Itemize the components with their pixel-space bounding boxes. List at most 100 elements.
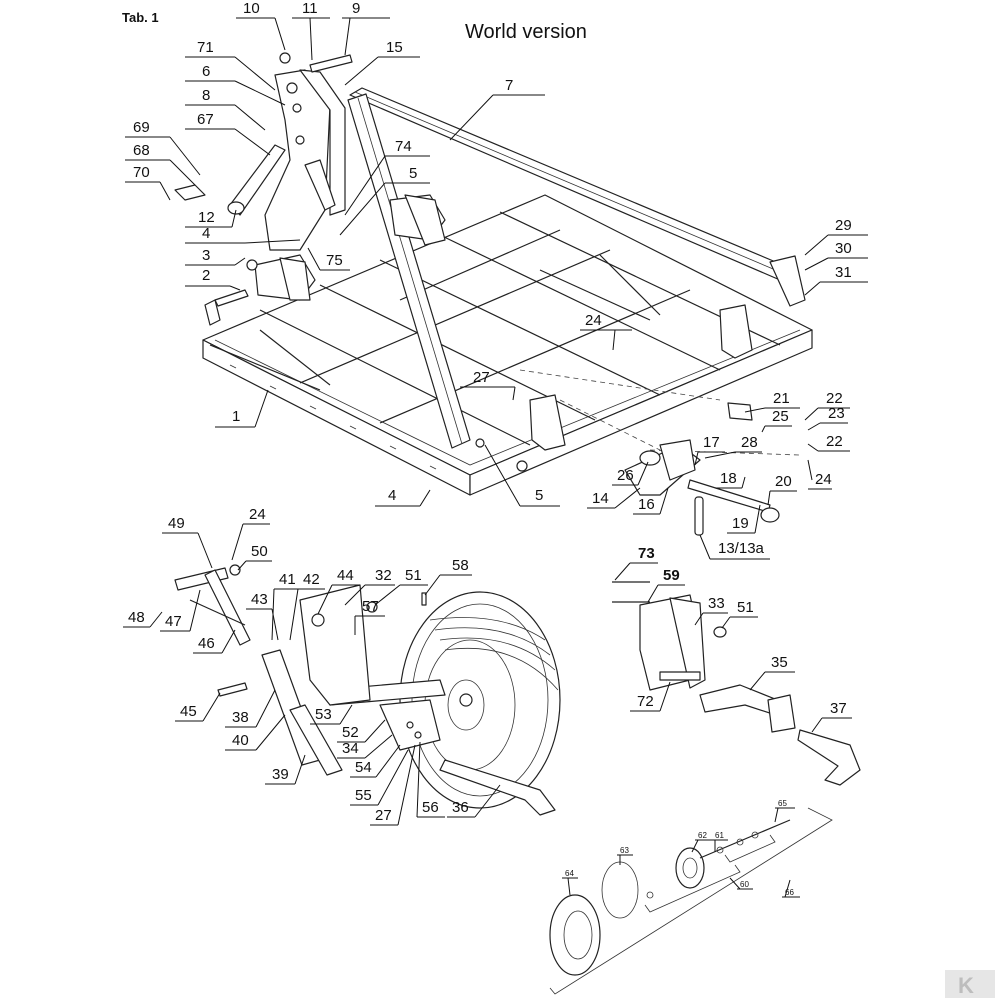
rear-brackets [529, 304, 753, 451]
lower-hitch-left [246, 254, 316, 301]
svg-text:23: 23 [828, 405, 845, 422]
callout-30: 30 [804, 240, 868, 271]
svg-text:5: 5 [535, 487, 543, 504]
svg-text:5: 5 [409, 165, 417, 182]
svg-text:20: 20 [775, 473, 792, 490]
svg-text:69: 69 [133, 119, 150, 136]
callout-29: 29 [804, 217, 868, 256]
svg-text:42: 42 [303, 571, 320, 588]
svg-text:72: 72 [637, 693, 654, 710]
bracket-assembly [612, 581, 727, 691]
callout-72: 72 [630, 681, 671, 712]
callout-2: 2 [185, 267, 241, 291]
svg-text:47: 47 [165, 613, 182, 630]
callout-21: 21 [744, 390, 800, 413]
callout-54: 54 [350, 744, 401, 778]
callout-59: 59 [647, 567, 685, 603]
callout-53: 53 [310, 704, 353, 725]
svg-text:35: 35 [771, 654, 788, 671]
svg-text:75: 75 [326, 252, 343, 269]
callout-51-bracket: 51 [721, 599, 758, 629]
svg-text:53: 53 [315, 706, 332, 723]
callout-66: 66 [782, 879, 800, 898]
svg-text:18: 18 [720, 470, 737, 487]
callout-63: 63 [617, 846, 633, 865]
svg-text:61: 61 [715, 831, 724, 840]
callout-43: 43 [246, 591, 279, 641]
watermark-text: K [958, 973, 974, 998]
callout-22-bottom: 22 [807, 433, 850, 452]
svg-text:66: 66 [785, 888, 794, 897]
callout-69: 69 [125, 119, 201, 176]
callout-35: 35 [749, 654, 795, 691]
svg-text:57: 57 [362, 598, 379, 615]
svg-text:24: 24 [585, 312, 602, 329]
svg-text:49: 49 [168, 515, 185, 532]
svg-text:44: 44 [337, 567, 354, 584]
callout-36: 36 [447, 784, 501, 818]
callout-48: 48 [123, 609, 163, 628]
callout-10: 10 [236, 0, 286, 51]
svg-text:60: 60 [740, 880, 749, 889]
svg-text:4: 4 [388, 487, 396, 504]
svg-text:63: 63 [620, 846, 629, 855]
callout-52: 52 [337, 719, 386, 743]
callout-67: 67 [185, 111, 271, 156]
svg-text:62: 62 [698, 831, 707, 840]
callout-labels: 10 11 9 15 71 6 8 67 69 68 70 12 4 3 2 7… [123, 0, 868, 898]
svg-text:8: 8 [202, 87, 210, 104]
callout-9: 9 [342, 0, 390, 56]
svg-text:11: 11 [302, 0, 318, 17]
svg-text:25: 25 [772, 408, 789, 425]
svg-text:51: 51 [405, 567, 422, 584]
callout-26: 26 [612, 461, 649, 486]
diagonal-strut [347, 93, 471, 449]
callout-3: 3 [185, 247, 246, 266]
callout-18: 18 [715, 470, 746, 489]
callout-22-top: 22 [804, 390, 850, 421]
callout-12: 12 [185, 209, 237, 228]
callout-75: 75 [307, 247, 350, 271]
svg-text:22: 22 [826, 433, 843, 450]
callout-73: 73 [614, 545, 658, 581]
arm-35 [699, 684, 796, 733]
lower-hitch-right [389, 194, 446, 246]
callout-34: 34 [337, 734, 393, 759]
callout-32: 32 [344, 567, 395, 606]
callout-7: 7 [449, 77, 545, 141]
callout-24-arm: 24 [807, 459, 832, 490]
callout-58: 58 [424, 557, 472, 596]
callout-19: 19 [727, 504, 761, 534]
svg-text:36: 36 [452, 799, 469, 816]
svg-text:14: 14 [592, 490, 609, 507]
svg-text:4: 4 [202, 225, 210, 242]
callout-4-top: 4 [185, 225, 301, 244]
svg-text:9: 9 [352, 0, 360, 17]
callout-1: 1 [215, 389, 269, 428]
svg-text:28: 28 [741, 434, 758, 451]
svg-text:50: 50 [251, 543, 268, 560]
svg-text:12: 12 [198, 209, 215, 226]
svg-text:3: 3 [202, 247, 210, 264]
callout-33: 33 [694, 595, 728, 626]
callout-37: 37 [811, 700, 852, 733]
callout-64: 64 [562, 869, 578, 896]
svg-text:64: 64 [565, 869, 574, 878]
callout-68: 68 [125, 142, 196, 186]
svg-text:27: 27 [473, 369, 490, 386]
callout-56: 56 [416, 741, 445, 818]
callout-27-frame: 27 [460, 369, 516, 401]
svg-text:67: 67 [197, 111, 214, 128]
headstock [174, 52, 353, 251]
callout-11: 11 [292, 0, 330, 61]
callout-31: 31 [804, 264, 868, 296]
diagram-title: World version [465, 21, 587, 43]
callout-20: 20 [767, 473, 797, 506]
svg-text:41: 41 [279, 571, 296, 588]
callout-14: 14 [587, 487, 641, 509]
svg-text:27: 27 [375, 807, 392, 824]
callout-46: 46 [193, 629, 236, 654]
svg-text:32: 32 [375, 567, 392, 584]
callout-47: 47 [160, 589, 201, 632]
svg-text:58: 58 [452, 557, 469, 574]
